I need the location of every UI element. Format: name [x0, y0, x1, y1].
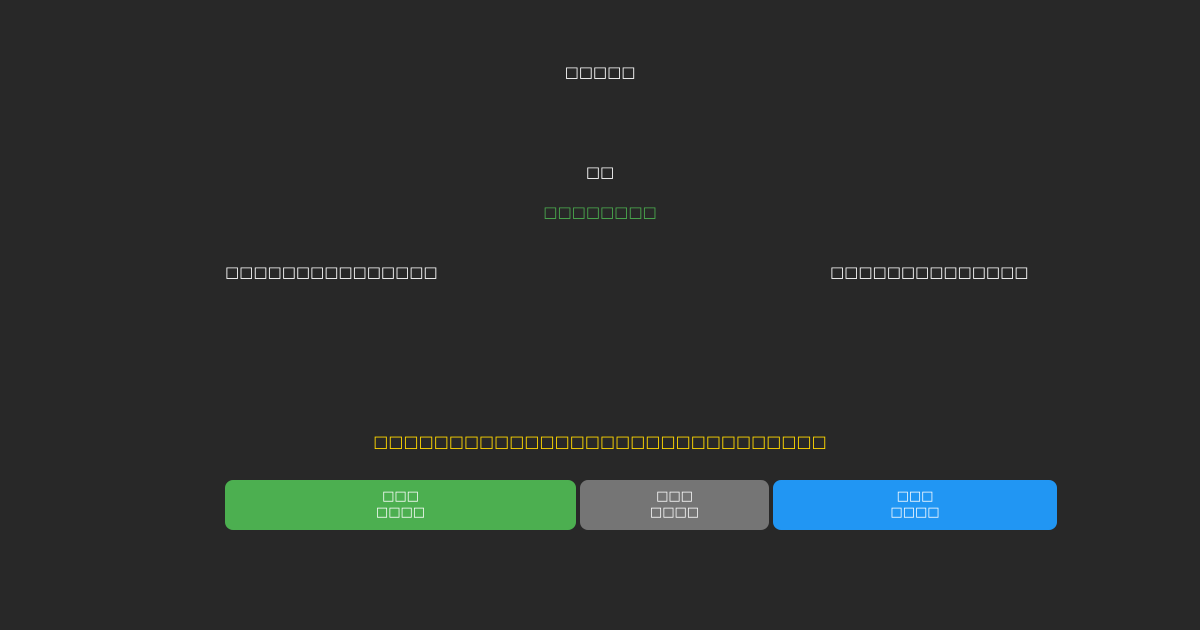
- subtitle: □□: [585, 163, 615, 181]
- gray-button-label-line1: □□□: [656, 489, 693, 504]
- blue-button-label-line1: □□□: [896, 489, 934, 504]
- green-button-label-line2: □□□□: [375, 505, 426, 520]
- green-button-label-line1: □□□: [382, 489, 419, 504]
- page-title: □□□□□: [564, 63, 636, 81]
- action-button-green[interactable]: □□□ □□□□: [225, 480, 576, 530]
- button-row: □□□ □□□□ □□□ □□□□ □□□ □□□□: [225, 480, 1057, 530]
- right-info-text: □□□□□□□□□□□□□□: [830, 263, 1029, 281]
- gray-button-label-line2: □□□□: [649, 505, 700, 520]
- notice-message: □□□□□□□□□□□□□□□□□□□□□□□□□□□□□□: [373, 432, 827, 451]
- action-button-gray[interactable]: □□□ □□□□: [580, 480, 769, 530]
- status-text: □□□□□□□□: [543, 203, 657, 221]
- left-info-text: □□□□□□□□□□□□□□□: [225, 263, 438, 281]
- blue-button-label-line2: □□□□: [890, 505, 940, 520]
- action-button-blue[interactable]: □□□ □□□□: [773, 480, 1057, 530]
